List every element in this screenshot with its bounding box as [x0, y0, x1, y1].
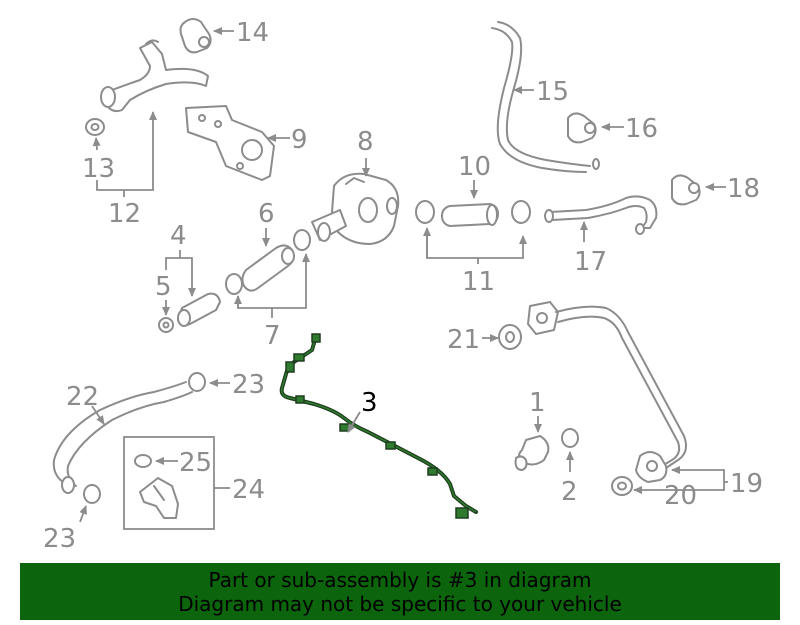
info-banner: Part or sub-assembly is #3 in diagram Di… [20, 563, 780, 620]
harness-clip [285, 361, 295, 373]
callout-15: 15 [536, 77, 569, 107]
callout-19: 19 [730, 469, 763, 499]
banner-line-2: Diagram may not be specific to your vehi… [178, 591, 622, 616]
part-25-seal [134, 454, 152, 468]
part-23-clamp-top [188, 372, 206, 392]
harness-clip [427, 467, 438, 476]
part-3-wiring-harness [279, 333, 478, 519]
callout-24: 24 [232, 475, 265, 505]
part-16-fitting [567, 112, 597, 144]
harness-connector-top [311, 333, 321, 343]
callout-18: 18 [727, 174, 760, 204]
callout-17: 17 [574, 247, 607, 277]
callout-9: 9 [291, 125, 308, 155]
callout-22: 22 [66, 382, 99, 412]
part-1-connector [514, 435, 550, 471]
part-10-hose [441, 203, 499, 227]
callout-2: 2 [561, 477, 578, 507]
part-24-housing [139, 477, 179, 519]
harness-clip [295, 395, 305, 404]
part-15-hose [491, 21, 600, 173]
callout-3: 3 [361, 388, 378, 418]
part-22-hose [52, 381, 193, 494]
callout-1: 1 [529, 388, 546, 418]
callout-23-bottom: 23 [43, 524, 76, 554]
callout-25: 25 [179, 448, 212, 478]
harness-clip [293, 353, 305, 362]
part-17-pipe [544, 195, 658, 235]
banner-line-1: Part or sub-assembly is #3 in diagram [208, 567, 592, 592]
callout-21: 21 [447, 325, 480, 355]
part-18-fitting [671, 174, 701, 206]
harness-clip [339, 423, 350, 432]
harness-connector-bottom [455, 507, 469, 519]
callout-11: 11 [462, 267, 495, 297]
harness-clip [385, 441, 396, 450]
part-6-hose [241, 244, 295, 292]
callout-13: 13 [82, 154, 115, 184]
part-20-washer [611, 476, 633, 496]
part-12-hose [100, 39, 209, 113]
parts-diagram: 14 13 12 9 8 6 [43, 18, 763, 554]
part-7-clamp [225, 229, 311, 295]
callout-10: 10 [458, 152, 491, 182]
part-11-clamp [415, 200, 531, 224]
callout-12: 12 [108, 199, 141, 229]
callout-4: 4 [170, 221, 187, 251]
callout-5: 5 [155, 272, 172, 302]
callout-6: 6 [258, 199, 275, 229]
callout-7: 7 [264, 321, 281, 351]
part-5-washer [158, 317, 174, 333]
callout-14: 14 [236, 18, 269, 48]
part-8-pump [311, 172, 400, 245]
part-4-sensor [177, 292, 221, 327]
part-9-bracket [185, 105, 275, 181]
part-14-fitting [179, 18, 212, 54]
callout-8: 8 [357, 127, 374, 157]
part-23-clamp-bottom [83, 484, 101, 504]
part-21-washer [498, 324, 522, 350]
part-2-clamp [561, 428, 579, 448]
part-13-washer [85, 118, 105, 136]
callout-20: 20 [664, 481, 697, 511]
part-19-pipe [527, 301, 687, 483]
callout-16: 16 [625, 114, 658, 144]
callout-23-top: 23 [232, 370, 265, 400]
